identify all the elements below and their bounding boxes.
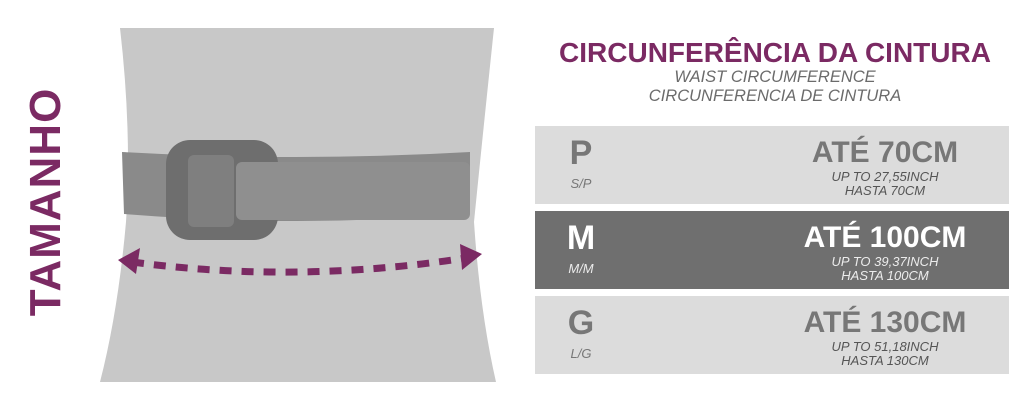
size-row-p: P S/P ATÉ 70CM UP TO 27,55INCH HASTA 70C…: [535, 126, 1009, 204]
waist-circumference-arrow: [131, 254, 467, 276]
heading-portuguese: CIRCUNFERÊNCIA DA CINTURA: [559, 37, 991, 68]
belt-strap-end: [236, 162, 470, 220]
size-alt-letter: M/M: [568, 261, 594, 276]
size-detail-inch: UP TO 39,37INCH: [831, 254, 939, 269]
size-alt-letter: L/G: [570, 346, 592, 361]
heading-english: WAIST CIRCUMFERENCE: [674, 68, 876, 86]
size-letter: P: [569, 134, 593, 172]
heading-spanish: CIRCUNFERENCIA DE CINTURA: [648, 87, 902, 105]
size-details: UP TO 27,55INCH HASTA 70CM: [715, 170, 1024, 198]
size-detail-spanish: HASTA 100CM: [841, 268, 929, 283]
size-letter: G: [567, 304, 595, 342]
table-heading: CIRCUNFERÊNCIA DA CINTURA WAIST CIRCUMFE…: [540, 38, 1010, 106]
size-side-title: TAMANHO: [18, 72, 74, 332]
buckle-inner-bar: [188, 155, 234, 227]
size-details: UP TO 51,18INCH HASTA 130CM: [715, 340, 1024, 368]
arrow-head-left: [118, 248, 140, 274]
size-letter: M: [566, 219, 596, 257]
size-details: UP TO 39,37INCH HASTA 100CM: [715, 255, 1024, 283]
size-detail-inch: UP TO 51,18INCH: [831, 339, 939, 354]
size-measurement: ATÉ 70CM: [811, 136, 959, 169]
waist-belt-illustration: [100, 28, 496, 382]
size-detail-inch: UP TO 27,55INCH: [831, 169, 939, 184]
size-detail-spanish: HASTA 70CM: [844, 183, 926, 198]
size-detail-spanish: HASTA 130CM: [841, 353, 929, 368]
size-measurement: ATÉ 130CM: [803, 306, 967, 339]
size-side-title-text: TAMANHO: [21, 87, 70, 317]
size-measurement: ATÉ 100CM: [803, 221, 967, 254]
size-alt-letter: S/P: [570, 176, 592, 191]
arrow-head-right: [460, 244, 482, 270]
size-row-g: G L/G ATÉ 130CM UP TO 51,18INCH HASTA 13…: [535, 296, 1009, 374]
size-row-m: M M/M ATÉ 100CM UP TO 39,37INCH HASTA 10…: [535, 211, 1009, 289]
